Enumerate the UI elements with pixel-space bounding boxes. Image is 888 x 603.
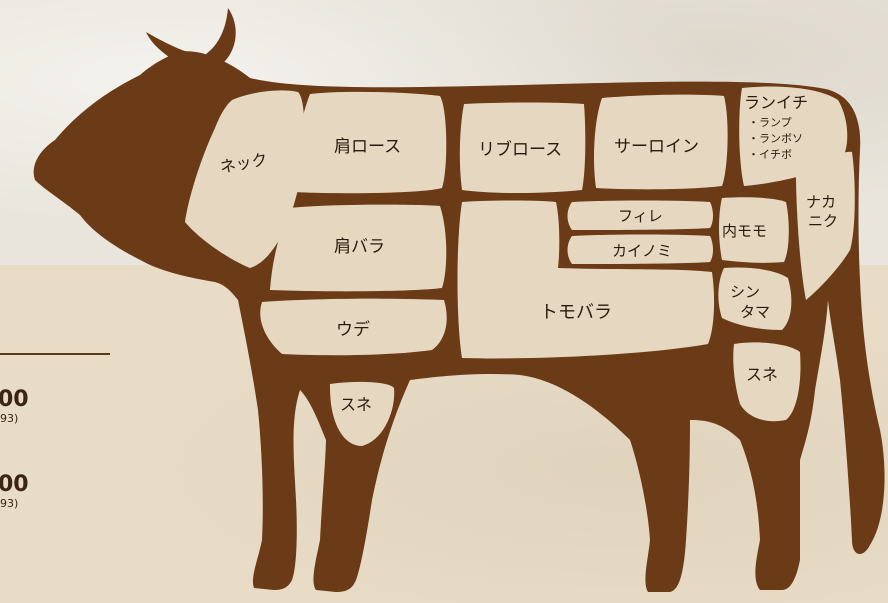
price-block-2: 00 93) — [0, 472, 29, 511]
label-ranichi-sub3: ・イチボ — [748, 148, 792, 161]
label-ranichi: ランイチ — [744, 93, 808, 112]
cut-labels: ネック 肩ロース リブロース サーロイン ランイチ ・ランプ ・ランボソ ・イチ… — [218, 93, 838, 414]
label-uchimomo: 内モモ — [722, 222, 767, 240]
label-sune-front: スネ — [340, 395, 372, 414]
cut-ranichi — [739, 86, 848, 186]
label-ranichi-sub2: ・ランボソ — [748, 132, 803, 145]
cut-ude — [260, 298, 447, 356]
label-shintama-1: シン — [730, 283, 760, 301]
cut-rib-loin — [459, 102, 586, 193]
cut-kata-bara — [270, 204, 447, 292]
label-nakaniku-1: ナカ — [806, 193, 836, 211]
label-ude: ウデ — [336, 319, 370, 340]
cut-kainomi — [567, 234, 713, 264]
label-kainomi: カイノミ — [612, 242, 672, 260]
label-nakaniku-2: ニク — [808, 212, 838, 230]
label-fillet: フィレ — [618, 207, 663, 225]
cut-kata-loin — [293, 91, 447, 194]
price-block-1: 00 93) — [0, 387, 29, 426]
label-sune-rear: スネ — [746, 365, 778, 384]
cut-sune-rear — [733, 342, 801, 422]
cut-pieces — [185, 86, 855, 446]
label-shintama-2: タマ — [740, 303, 770, 321]
label-tomobara: トモバラ — [540, 302, 612, 323]
cut-tomobara — [457, 200, 715, 359]
price-note: 93) — [0, 497, 19, 510]
cut-sirloin — [594, 94, 728, 190]
price-value: 00 — [0, 472, 29, 497]
price-value: 00 — [0, 387, 29, 412]
cut-uchimomo — [719, 197, 789, 263]
cut-shintama — [718, 267, 792, 330]
label-kata-loin: 肩ロース — [334, 137, 401, 157]
cut-neck — [185, 90, 305, 268]
label-ranichi-sub1: ・ランプ — [748, 116, 792, 129]
price-note: 93) — [0, 412, 19, 425]
cut-nakaniku — [796, 151, 855, 300]
cut-sune-front — [330, 381, 395, 446]
cut-fillet — [567, 200, 713, 230]
label-sirloin: サーロイン — [614, 137, 699, 157]
label-kata-bara: 肩バラ — [334, 237, 385, 257]
label-rib-loin: リブロース — [478, 139, 562, 160]
divider-line — [0, 353, 110, 355]
